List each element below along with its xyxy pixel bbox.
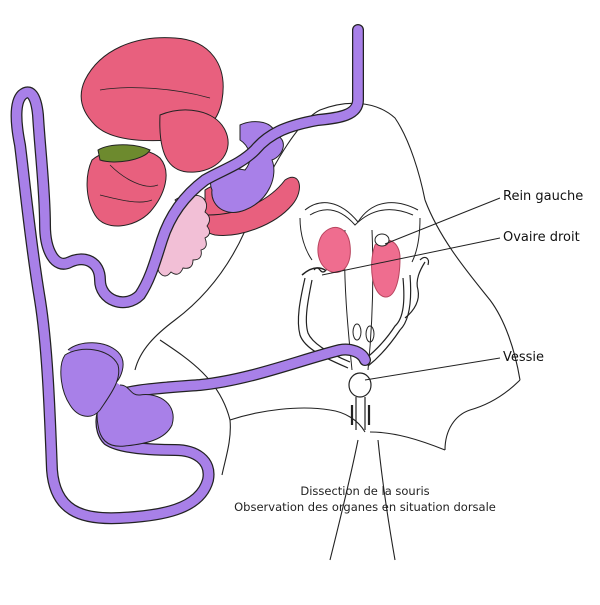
left-kidney — [318, 227, 350, 272]
kidneys — [318, 227, 400, 297]
leader-rein-gauche — [385, 198, 500, 244]
right-kidney — [372, 240, 400, 297]
label-ovaire-droit: Ovaire droit — [503, 230, 580, 245]
caption-title: Dissection de la souris — [230, 484, 500, 498]
label-rein-gauche: Rein gauche — [503, 189, 583, 204]
caption-subtitle: Observation des organes en situation dor… — [230, 500, 500, 514]
bladder — [349, 373, 371, 430]
leader-vessie — [365, 358, 500, 380]
right-ovary — [375, 234, 389, 246]
liver — [81, 38, 232, 227]
label-vessie: Vessie — [503, 350, 544, 365]
